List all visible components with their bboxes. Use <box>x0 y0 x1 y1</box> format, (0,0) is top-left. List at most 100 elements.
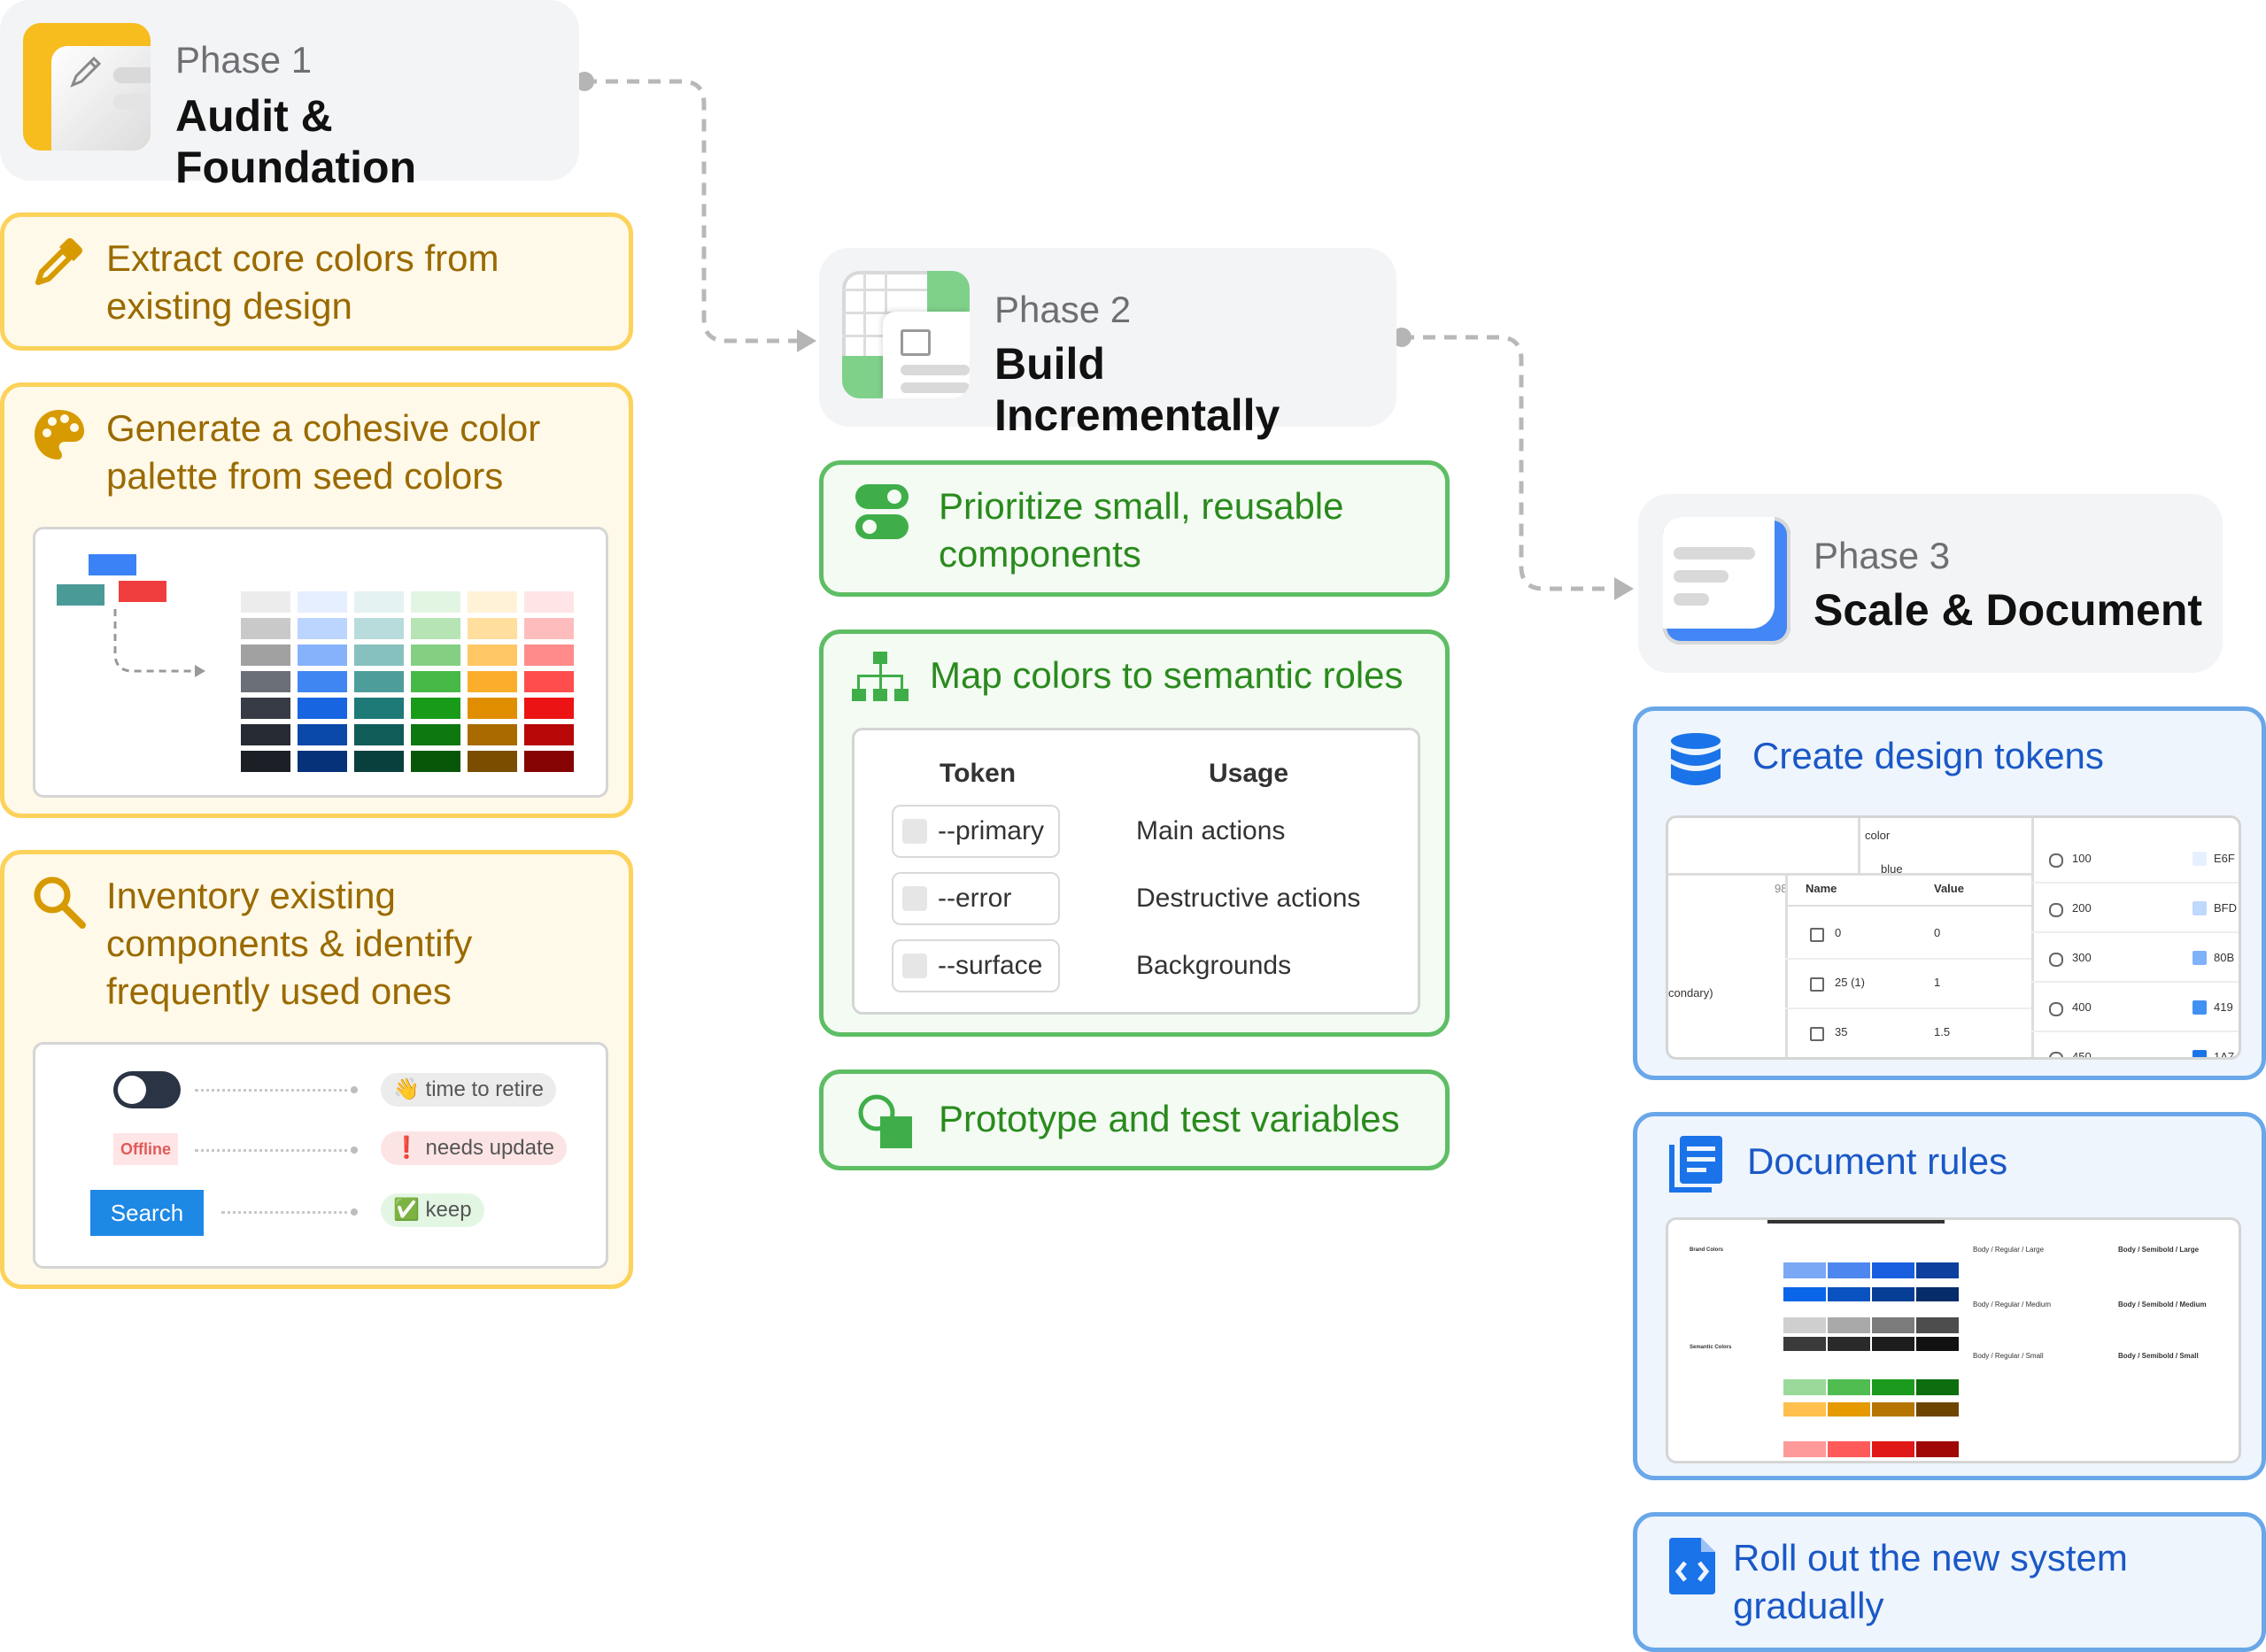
seed-arrow <box>113 609 205 677</box>
rule-color-swatch <box>1916 1379 1959 1395</box>
rule-color-swatch <box>1828 1337 1870 1351</box>
rule-color-swatch <box>1828 1287 1870 1301</box>
figma-file-icon <box>23 23 151 151</box>
rule-color-swatch <box>1783 1337 1826 1351</box>
tag-keep: ✅ keep <box>381 1193 484 1227</box>
palette-icon <box>2049 853 2063 868</box>
type-style-1: Body / Regular / Large <box>1973 1246 2045 1254</box>
seed-color-red <box>119 581 166 602</box>
type-style-4: Body / Semibold / Medium <box>2118 1301 2207 1308</box>
component-inventory-preview: 👋 time to retire Offline ❗ needs update … <box>33 1042 608 1269</box>
token-row-name: 35 <box>1835 1025 1848 1038</box>
rule-color-swatch <box>1872 1317 1914 1333</box>
scale-hex: 1A7 <box>2214 1050 2235 1060</box>
shape-overlap-icon <box>858 1094 912 1148</box>
rules-brand-colors: Brand Colors <box>1690 1247 1724 1253</box>
rule-color-swatch <box>1828 1402 1870 1417</box>
inventory-components-text: Inventory existing components & identify… <box>106 875 473 1012</box>
code-file-icon <box>1669 1538 1715 1594</box>
prioritize-components-card: Prioritize small, reusable components <box>819 460 1450 597</box>
rule-color-swatch <box>1783 1287 1826 1301</box>
rule-color-swatch <box>1872 1402 1914 1417</box>
rule-color-swatch <box>1828 1317 1870 1333</box>
token-row-value: 1 <box>1934 976 1941 989</box>
rule-color-swatch <box>1872 1337 1914 1351</box>
rule-color-swatch <box>1916 1441 1959 1457</box>
palette-icon <box>2049 1002 2063 1016</box>
usage-surface: Backgrounds <box>1136 951 1292 980</box>
token-row-value: 0 <box>1934 926 1941 939</box>
rule-color-swatch <box>1828 1262 1870 1278</box>
variable-icon <box>1810 977 1824 992</box>
rule-color-swatch <box>1828 1441 1870 1457</box>
offline-badge: Offline <box>113 1133 178 1165</box>
rule-color-swatch <box>1872 1287 1914 1301</box>
rule-color-swatch <box>1783 1379 1826 1395</box>
tokens-left-num: 98 <box>1775 882 1788 895</box>
hierarchy-icon <box>852 652 909 701</box>
usage-error: Destructive actions <box>1136 884 1361 913</box>
extract-colors-card: Extract core colors from existing design <box>0 212 633 351</box>
palette-grid <box>241 591 574 772</box>
token-surface: --surface <box>892 939 1060 992</box>
scale-hex: 419 <box>2214 1000 2233 1014</box>
database-icon <box>1671 733 1721 785</box>
rule-color-swatch <box>1872 1262 1914 1278</box>
phase-2-label: Phase 2 <box>994 289 1132 330</box>
scale-hex: E6F <box>2214 852 2235 865</box>
connector-phase2-to-phase3 <box>1402 335 1612 591</box>
rule-color-swatch <box>1916 1337 1959 1351</box>
scale-step: 400 <box>2072 1000 2092 1014</box>
tokens-blue-label: blue <box>1881 862 1903 876</box>
document-rules-card: Document rules Brand Colors Semantic Col… <box>1633 1112 2266 1480</box>
scale-hex: 80B <box>2214 951 2235 964</box>
phase-3-label: Phase 3 <box>1814 535 1951 576</box>
token-usage-table: Token Usage --primary Main actions --err… <box>852 728 1420 1015</box>
token-error: --error <box>892 872 1060 925</box>
rule-color-swatch <box>1783 1317 1826 1333</box>
type-style-2: Body / Semibold / Large <box>2118 1246 2200 1254</box>
rule-color-swatch <box>1916 1402 1959 1417</box>
rule-color-swatch <box>1872 1379 1914 1395</box>
palette-icon <box>2049 1052 2063 1057</box>
prototype-variables-card: Prototype and test variables <box>819 1069 1450 1170</box>
scale-swatch <box>2193 1050 2207 1057</box>
palette-preview <box>33 527 608 798</box>
palette-icon <box>2049 953 2063 967</box>
design-tokens-text: Create design tokens <box>1752 735 2104 776</box>
scale-swatch <box>2193 951 2207 965</box>
tokens-color-label: color <box>1865 829 1891 842</box>
rule-color-swatch <box>1783 1441 1826 1457</box>
scale-swatch <box>2193 901 2207 915</box>
scale-step: 100 <box>2072 852 2092 865</box>
phase-2-title: Build Incrementally <box>994 339 1280 440</box>
scale-step: 200 <box>2072 901 2092 915</box>
rule-color-swatch <box>1783 1262 1826 1278</box>
scale-swatch <box>2193 852 2207 866</box>
rule-color-swatch <box>1828 1379 1870 1395</box>
generate-palette-card: Generate a cohesive color palette from s… <box>0 382 633 818</box>
search-icon <box>34 876 86 929</box>
rule-color-swatch <box>1872 1441 1914 1457</box>
connector-phase1-to-phase2 <box>584 79 797 344</box>
tag-time-to-retire: 👋 time to retire <box>381 1073 556 1107</box>
seed-color-teal <box>57 584 104 606</box>
token-row-value: 1.5 <box>1934 1025 1951 1038</box>
prototype-variables-text: Prototype and test variables <box>939 1098 1400 1139</box>
tokens-value-header: Value <box>1934 882 1964 895</box>
token-primary: --primary <box>892 805 1060 858</box>
scale-hex: BFD <box>2214 901 2237 915</box>
palette-icon <box>35 410 84 459</box>
map-semantic-roles-text: Map colors to semantic roles <box>930 654 1404 696</box>
variable-icon <box>1810 1027 1824 1041</box>
phase-1-label: Phase 1 <box>175 39 313 81</box>
prioritize-components-text: Prioritize small, reusable components <box>939 485 1344 575</box>
phase-3-card: Phase 3 Scale & Document <box>1638 494 2223 673</box>
tag-needs-update: ❗ needs update <box>381 1131 568 1165</box>
design-tokens-card: Create design tokens color blue 98 conda… <box>1633 706 2266 1080</box>
document-icon <box>1663 517 1790 645</box>
rule-color-swatch <box>1783 1402 1826 1417</box>
phase-3-title: Scale & Document <box>1814 585 2203 635</box>
